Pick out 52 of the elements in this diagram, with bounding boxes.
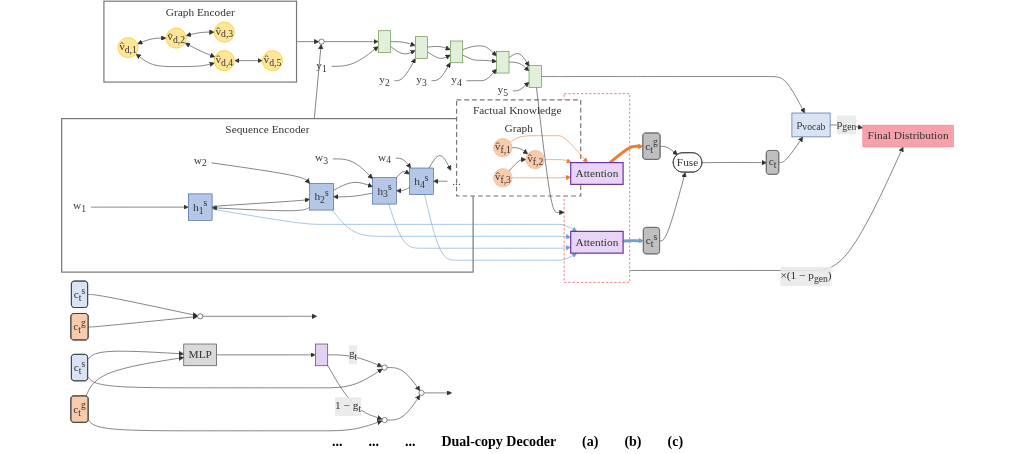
node-circle: v̂$_{d,4}$ bbox=[213, 50, 235, 71]
node-circle: v̂$_{d,3}$ bbox=[213, 21, 235, 43]
caption-label: ... bbox=[404, 434, 416, 450]
node-text: y$_{5}$ bbox=[497, 83, 509, 98]
node-text: y$_{1}$ bbox=[316, 58, 327, 74]
node-text: w$_{1}$ bbox=[73, 199, 87, 215]
node-box bbox=[496, 50, 510, 74]
node-text: w$_{4}$ bbox=[378, 150, 392, 166]
edge-label: p$_{gen}$ bbox=[836, 117, 857, 132]
node-box: Attention bbox=[570, 230, 624, 254]
node-circle: v̂$_{f,1}$ bbox=[493, 138, 513, 158]
arrow bbox=[184, 42, 216, 58]
arrow bbox=[609, 143, 644, 164]
node-text: ... bbox=[452, 174, 461, 188]
node-box bbox=[378, 30, 392, 53]
node-box: MLP bbox=[183, 343, 217, 367]
node-text: y$_{2}$ bbox=[379, 72, 390, 88]
node-text: y$_{4}$ bbox=[451, 72, 462, 88]
node-box: Final Distribution bbox=[862, 124, 954, 148]
caption-label: (a) bbox=[582, 434, 599, 450]
node-circle bbox=[381, 417, 388, 423]
node-box: p$_{vocab}$ bbox=[791, 112, 831, 138]
caption-label: (c) bbox=[667, 434, 684, 450]
arrow bbox=[137, 35, 167, 45]
node-circle bbox=[197, 313, 204, 320]
node-circle: v̂$_{d,5}$ bbox=[262, 50, 283, 71]
caption-label: (b) bbox=[624, 434, 642, 450]
node-box bbox=[528, 65, 542, 88]
node-circle: v̂$_{d,1}$ bbox=[117, 37, 139, 58]
node-circle: v̂$_{f,3}$ bbox=[493, 168, 513, 188]
caption-label: ... bbox=[368, 434, 379, 450]
node-box: Attention bbox=[570, 162, 624, 185]
caption-label: ... bbox=[331, 434, 343, 450]
arrow bbox=[185, 29, 215, 38]
edge-label: g$_{t}$ bbox=[348, 347, 358, 362]
node-box bbox=[450, 40, 464, 64]
node-box bbox=[415, 36, 428, 59]
node-circle: v̂$_{f,2}$ bbox=[525, 150, 545, 170]
edge-label: ×(1 − p$_{gen}$) bbox=[780, 268, 832, 284]
node-circle: v̂$_{d,2}$ bbox=[165, 27, 187, 49]
arrow bbox=[234, 58, 263, 64]
node-circle bbox=[418, 390, 425, 396]
arrow bbox=[135, 53, 215, 67]
edge-label: 1 − g$_{t}$ bbox=[335, 398, 362, 414]
caption-label: Dual-copy Decoder bbox=[441, 434, 557, 450]
cluster bbox=[563, 93, 630, 283]
node-circle bbox=[381, 364, 388, 371]
node-text: y$_{3}$ bbox=[416, 72, 427, 88]
node-text: w$_{3}$ bbox=[315, 151, 329, 166]
node-box bbox=[315, 343, 329, 367]
node-text: w$_{2}$ bbox=[193, 153, 207, 169]
node-circle bbox=[318, 38, 325, 45]
